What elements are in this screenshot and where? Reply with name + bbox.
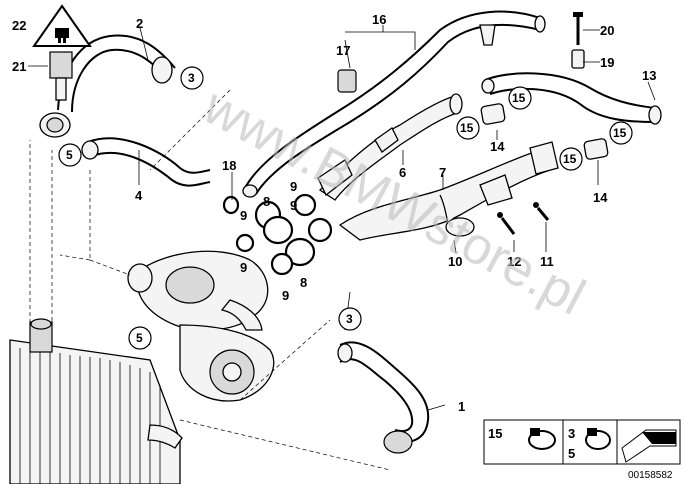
circled-ref-15-a: 15 <box>508 86 532 110</box>
legend-box: 15 3 5 <box>483 419 681 465</box>
hose-clamp-icon <box>528 428 556 450</box>
clip-17 <box>337 69 357 93</box>
svg-text:15: 15 <box>460 121 474 135</box>
document-id: 00158582 <box>628 470 673 481</box>
svg-text:3: 3 <box>346 312 353 326</box>
sleeve-14-bottom <box>583 138 609 160</box>
callout-16: 16 <box>372 12 386 27</box>
callout-20: 20 <box>600 23 614 38</box>
circled-ref-3-top: 3 <box>180 66 204 90</box>
callout-10: 10 <box>448 254 462 269</box>
leader-lines <box>28 25 656 411</box>
callout-9-b: 9 <box>290 198 297 213</box>
callout-9-e: 9 <box>282 288 289 303</box>
sleeve-14-top <box>480 103 506 125</box>
callout-6: 6 <box>399 165 406 180</box>
legend-num-3: 3 <box>568 426 575 441</box>
circled-ref-3-bottom: 3 <box>338 307 362 331</box>
hose-4 <box>81 137 211 187</box>
pipe-7 <box>338 141 559 241</box>
callout-2: 2 <box>136 16 143 31</box>
svg-text:15: 15 <box>613 126 627 140</box>
callout-9-c: 9 <box>240 208 247 223</box>
callout-9-a: 9 <box>290 179 297 194</box>
callout-8-b: 8 <box>300 275 307 290</box>
warning-triangle-icon <box>32 4 92 47</box>
circled-ref-5-left: 5 <box>58 143 82 167</box>
hose-1 <box>337 341 430 454</box>
callout-7: 7 <box>439 165 446 180</box>
callout-18: 18 <box>222 158 236 173</box>
callout-9-d: 9 <box>240 260 247 275</box>
callout-17: 17 <box>336 43 350 58</box>
callout-12: 12 <box>507 254 521 269</box>
svg-text:15: 15 <box>563 152 577 166</box>
callout-8-a: 8 <box>263 194 270 209</box>
svg-text:5: 5 <box>136 331 143 345</box>
circled-ref-15-d: 15 <box>559 147 583 171</box>
circled-ref-5-mid: 5 <box>128 326 152 350</box>
bolt-12 <box>497 212 516 235</box>
temperature-sensor-21 <box>39 51 73 138</box>
svg-text:3: 3 <box>188 71 195 85</box>
circled-ref-15-b: 15 <box>456 116 480 140</box>
svg-text:15: 15 <box>512 91 526 105</box>
water-pump <box>127 250 275 402</box>
circled-ref-15-c: 15 <box>609 121 633 145</box>
seal-10 <box>445 217 475 237</box>
callout-14-top: 14 <box>490 139 505 154</box>
pipe-16 <box>242 10 546 198</box>
arrow-icon <box>621 429 677 463</box>
legend-num-15: 15 <box>488 426 502 441</box>
bolt-11 <box>533 202 550 221</box>
hose-clamp-icon <box>585 428 611 450</box>
bolt-20 <box>573 12 583 45</box>
pipe-6 <box>317 93 463 201</box>
legend-num-5: 5 <box>568 446 575 461</box>
callout-14-bottom: 14 <box>593 190 608 205</box>
svg-text:5: 5 <box>66 148 73 162</box>
callout-22: 22 <box>12 18 26 33</box>
callout-13: 13 <box>642 68 656 83</box>
o-rings <box>222 193 333 276</box>
callout-21: 21 <box>12 59 26 74</box>
sleeve-19 <box>571 49 585 69</box>
radiator <box>9 140 183 484</box>
callout-11: 11 <box>540 254 554 269</box>
callout-4: 4 <box>135 188 143 203</box>
callout-1: 1 <box>458 399 465 414</box>
callout-19: 19 <box>600 55 614 70</box>
